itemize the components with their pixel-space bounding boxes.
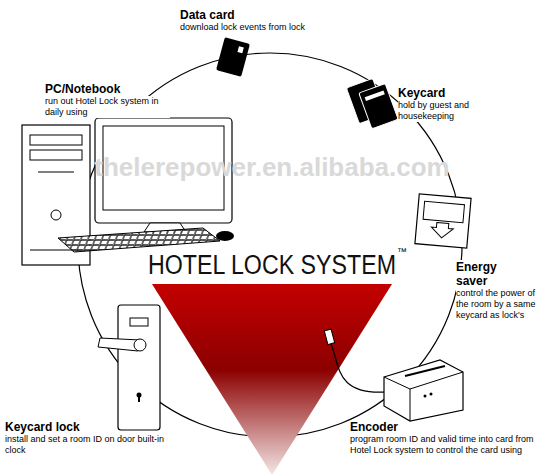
component-description: run out Hotel Lock system in daily using: [45, 96, 170, 118]
component-description: control the power of the room by a same …: [456, 288, 540, 321]
energy-saver-icon-part: [431, 222, 454, 239]
trademark-mark: ™: [397, 246, 407, 257]
diagram-title: HOTEL LOCK SYSTEM: [148, 250, 396, 280]
computer-tower-part: [30, 135, 82, 145]
keycard-icon-part: [365, 91, 385, 102]
keyboard-part: [58, 228, 220, 252]
component-block: Data carddownload lock events from lock: [180, 8, 345, 33]
encoder-icon-part: [410, 389, 411, 421]
encoder-icon-part: [384, 372, 463, 389]
keycard-lock-icon-part: [134, 339, 146, 351]
usb-cable-part: [324, 329, 334, 344]
keyboard: [58, 228, 220, 252]
usb-cable: [324, 329, 386, 392]
component-block: Energy savercontrol the power of the roo…: [456, 260, 540, 321]
energy-saver-icon-part: [415, 194, 471, 248]
keycard-lock-icon-part: [138, 396, 140, 402]
encoder-icon-part: [405, 366, 445, 376]
component-name: Keycard lock: [5, 420, 80, 434]
encoder-icon-part: [424, 395, 427, 398]
component-name: Encoder: [350, 420, 398, 434]
mouse-part: [216, 231, 234, 241]
keycard-icon: [346, 75, 398, 132]
component-name: Data card: [180, 8, 235, 22]
data-card-icon-part: [237, 46, 243, 53]
component-name: Energy saver: [456, 260, 506, 288]
mouse: [216, 231, 234, 241]
component-block: Encoderprogram room ID and valid time in…: [350, 420, 540, 456]
component-description: install and set a room ID on door built-…: [5, 434, 170, 456]
component-block: Keycard lockinstall and set a room ID on…: [5, 420, 170, 456]
component-name: PC/Notebook: [45, 82, 120, 96]
component-description: download lock events from lock: [180, 22, 305, 33]
energy-saver-icon-part: [423, 201, 464, 222]
component-description: hold by guest and housekeeping: [398, 100, 493, 122]
computer-tower-part: [38, 172, 74, 173]
component-block: Keycardhold by guest and housekeeping: [398, 86, 493, 122]
computer-tower-part: [30, 150, 82, 160]
keycard-lock-icon-part: [118, 305, 160, 430]
component-name: Keycard: [398, 86, 445, 100]
data-card-icon-part: [216, 37, 250, 77]
keycard-lock-icon: [98, 305, 160, 430]
component-block: PC/Notebookrun out Hotel Lock system in …: [45, 82, 170, 118]
usb-cable-part: [331, 344, 386, 392]
component-description: program room ID and valid time into card…: [350, 434, 540, 456]
encoder-icon-part: [384, 360, 463, 421]
encoder-icon: [384, 360, 463, 421]
computer-tower-part: [51, 210, 61, 220]
data-card-icon: [216, 37, 250, 77]
energy-saver-icon: [415, 194, 471, 248]
keycard-lock-icon-part: [130, 318, 148, 326]
watermark: thelerepower.en.alibaba.com: [94, 152, 449, 183]
keycard-icon-part: [359, 84, 398, 129]
encoder-icon-part: [430, 393, 433, 396]
